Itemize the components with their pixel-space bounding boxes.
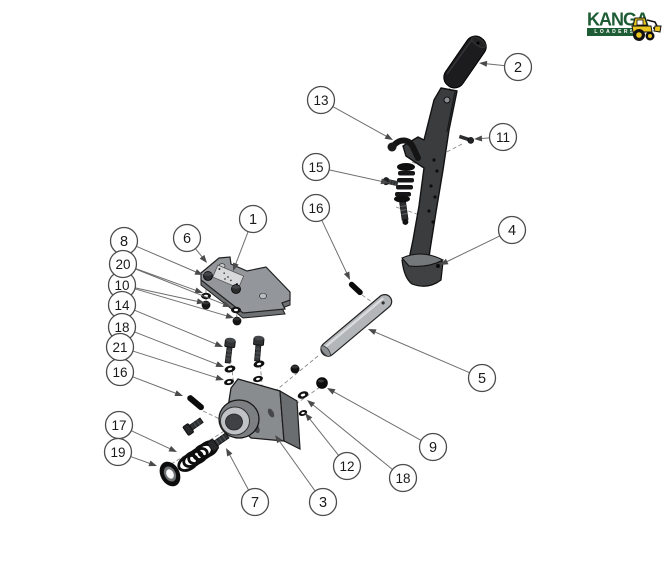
callout-18: 18 (307, 400, 418, 493)
callout-17: 17 (104, 410, 177, 452)
release-spring (395, 171, 415, 197)
brake-lever-body (402, 87, 458, 267)
roll-pin-lower (187, 395, 204, 411)
plate-bolts (203, 271, 241, 294)
svg-text:18: 18 (114, 320, 129, 335)
connector-rod (320, 293, 393, 357)
callout-16: 16 (301, 193, 350, 280)
lever-foot-pad (401, 253, 445, 287)
mounting-plate (200, 256, 291, 319)
callout-11: 11 (474, 122, 518, 152)
svg-text:7: 7 (251, 495, 259, 511)
loader-vehicle-icon (631, 17, 662, 41)
housing-bolts (224, 335, 265, 364)
hand-grip (443, 35, 487, 89)
svg-text:15: 15 (308, 160, 323, 175)
svg-text:4: 4 (508, 223, 516, 239)
callout-7: 7 (226, 448, 270, 517)
svg-text:8: 8 (120, 234, 128, 250)
callout-8: 8 (109, 226, 203, 275)
lever-top-hole (443, 96, 451, 104)
svg-text:14: 14 (114, 298, 130, 313)
svg-text:3: 3 (319, 495, 327, 511)
callout-4: 4 (440, 215, 527, 265)
svg-text:16: 16 (112, 365, 127, 380)
callout-3: 3 (275, 435, 338, 517)
callout-15: 15 (301, 152, 389, 185)
set-bolts (182, 417, 230, 452)
svg-text:16: 16 (308, 201, 323, 216)
svg-text:2: 2 (514, 60, 522, 76)
pivot-housing (218, 378, 301, 451)
rod-end-hardware (290, 364, 328, 417)
svg-text:1: 1 (249, 212, 257, 228)
callout-2: 2 (479, 52, 533, 82)
callout-16: 16 (105, 357, 183, 396)
callout-19: 19 (103, 437, 157, 467)
callout-9: 9 (327, 388, 448, 462)
svg-text:11: 11 (496, 130, 510, 145)
svg-text:18: 18 (395, 471, 410, 486)
roll-pin-upper (348, 281, 363, 296)
svg-text:20: 20 (115, 257, 130, 272)
release-handle-mechanism (387, 137, 421, 225)
callout-5: 5 (368, 329, 497, 393)
lever-rivets (427, 158, 439, 224)
callout-13: 13 (306, 85, 393, 140)
callout-21: 21 (105, 332, 224, 381)
svg-text:17: 17 (111, 418, 126, 433)
callout-6: 6 (172, 223, 207, 263)
svg-text:9: 9 (429, 440, 437, 456)
housing-washers (224, 360, 265, 386)
svg-text:5: 5 (478, 371, 486, 387)
serial-label (212, 264, 245, 289)
svg-text:19: 19 (110, 445, 125, 460)
callout-18: 18 (107, 312, 224, 367)
callout-14: 14 (107, 290, 223, 347)
svg-text:13: 13 (313, 93, 328, 108)
brand-tagline: LOADERS (587, 28, 641, 36)
seal-ring (159, 461, 181, 487)
svg-text:21: 21 (112, 340, 127, 355)
callout-1: 1 (233, 204, 268, 271)
kanga-logo: KANGA LOADERS (587, 10, 663, 47)
svg-text:10: 10 (114, 278, 129, 293)
callout-20: 20 (108, 249, 231, 307)
grub-screw (458, 134, 474, 144)
svg-text:12: 12 (339, 459, 354, 474)
callout-10: 10 (107, 270, 234, 319)
callout-12: 12 (305, 413, 362, 481)
svg-text:6: 6 (183, 231, 191, 247)
